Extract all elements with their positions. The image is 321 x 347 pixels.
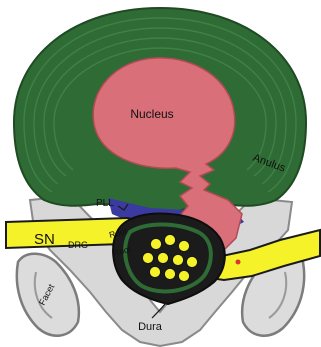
rootlet [151, 239, 162, 250]
rootlet [158, 253, 169, 264]
rootlet [173, 255, 184, 266]
label-dura: Dura [138, 321, 163, 333]
rootlet [165, 235, 176, 246]
rootlet [187, 257, 198, 268]
compression-point [236, 260, 241, 265]
rootlet [150, 267, 161, 278]
label-sn: SN [34, 231, 55, 248]
rootlet [179, 271, 190, 282]
rootlet [179, 241, 190, 252]
label-nucleus: Nucleus [130, 107, 173, 121]
label-drg: DRG [68, 240, 88, 250]
rootlet [143, 253, 154, 264]
label-pll: PLL [96, 198, 114, 209]
rootlet [165, 269, 176, 280]
